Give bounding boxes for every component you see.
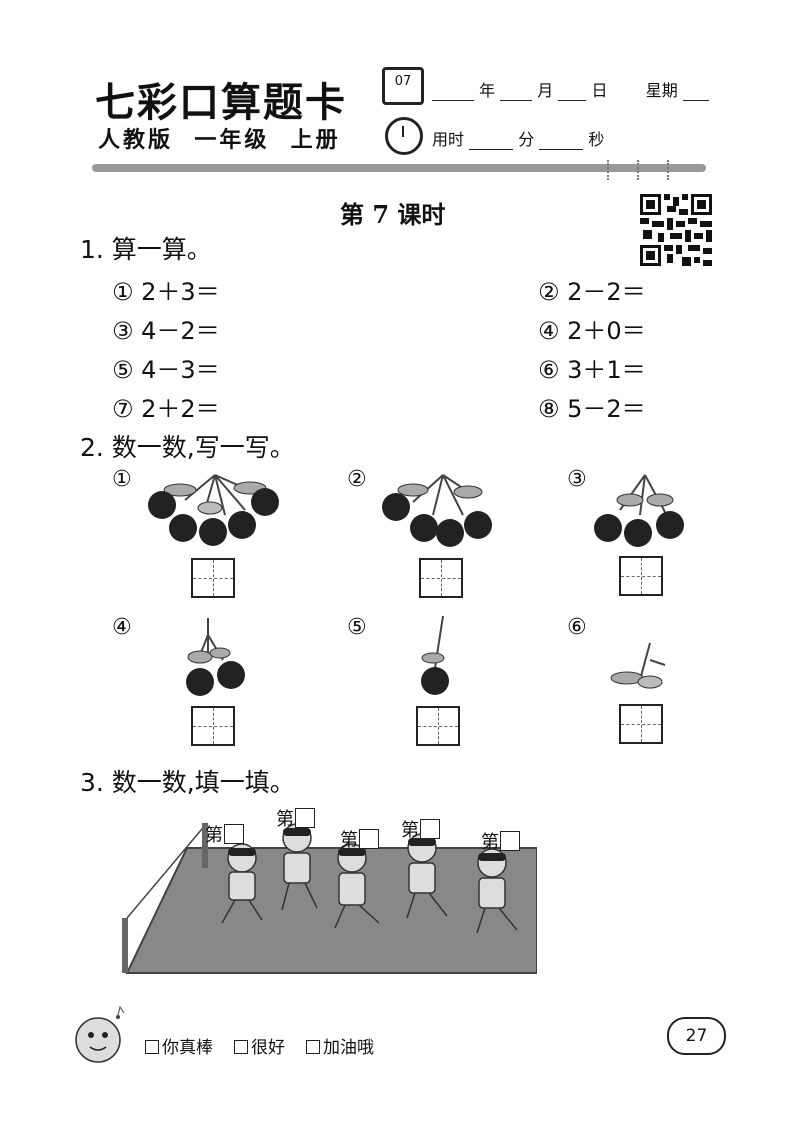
answer-box-1[interactable] (191, 558, 235, 598)
checkbox-icon[interactable] (306, 1040, 320, 1054)
date-fields: 年 月 日 星期 (432, 77, 709, 101)
answer-box-3[interactable] (619, 556, 663, 596)
rating-option-label: 很好 (251, 1038, 285, 1058)
checkbox-icon[interactable] (234, 1040, 248, 1054)
answer-box-5[interactable] (416, 706, 460, 746)
expression-2: ② 2－2＝ (538, 278, 646, 306)
time-min-label: 分 (518, 130, 535, 149)
mascot-icon (75, 1005, 125, 1063)
fruit-cluster-3-image (594, 474, 684, 547)
rank-answer-box-5[interactable] (500, 831, 520, 851)
rank-answer-box-2[interactable] (295, 808, 315, 828)
calendar-number: 07 (394, 74, 412, 89)
date-year-label: 年 (479, 81, 496, 100)
expression-6: ⑥ 3＋1＝ (538, 356, 646, 384)
expression-8: ⑧ 5－2＝ (538, 395, 646, 423)
expression-4: ④ 2＋0＝ (538, 317, 646, 345)
rank-label-1: 第 (205, 821, 244, 847)
clock-icon (385, 117, 423, 155)
rank-label-4: 第 (401, 816, 440, 842)
expression-3: ③ 4－2＝ (112, 317, 220, 345)
answer-box-6[interactable] (619, 704, 663, 744)
rank-label-text: 第 (340, 830, 358, 851)
expression-1: ① 2＋3＝ (112, 278, 220, 306)
date-week-label: 星期 (645, 81, 678, 100)
section-2-title: 2. 数一数,写一写。 (80, 433, 295, 462)
fruit-group-3-marker: ③ (567, 467, 587, 492)
fruit-cluster-5-image (421, 615, 449, 695)
fruit-group-5-marker: ⑤ (347, 615, 367, 640)
fruit-cluster-4-image (186, 618, 245, 696)
rank-label-text: 第 (205, 825, 223, 846)
expression-7: ⑦ 2＋2＝ (112, 395, 220, 423)
fruit-cluster-6-image (610, 642, 666, 689)
date-month-label: 月 (537, 81, 554, 100)
rank-answer-box-3[interactable] (359, 829, 379, 849)
checkbox-icon[interactable] (145, 1040, 159, 1054)
race-scene-image (122, 822, 537, 974)
rank-answer-box-1[interactable] (224, 824, 244, 844)
calendar-icon: 07 (382, 67, 424, 105)
rating-option-label: 你真棒 (162, 1038, 213, 1058)
time-label: 用时 (432, 130, 465, 149)
fruit-group-6-marker: ⑥ (567, 615, 587, 640)
qr-code-icon (640, 194, 712, 266)
section-1-title: 1. 算一算。 (80, 235, 212, 264)
fruit-group-1-marker: ① (112, 467, 132, 492)
header-divider (92, 164, 706, 172)
rank-label-text: 第 (276, 809, 294, 830)
answer-box-2[interactable] (419, 558, 463, 598)
fruit-group-2-marker: ② (347, 467, 367, 492)
edition-label: 人教版 一年级 上册 (98, 128, 341, 153)
expression-5: ⑤ 4－3＝ (112, 356, 220, 384)
rating-option-3[interactable]: 加油哦 (306, 1033, 374, 1058)
brand-title: 七彩口算题卡 (95, 80, 347, 126)
fruit-group-4-marker: ④ (112, 615, 132, 640)
date-day-label: 日 (591, 81, 608, 100)
header-dots (607, 160, 697, 184)
rating-option-label: 加油哦 (323, 1038, 374, 1058)
section-3-title: 3. 数一数,填一填。 (80, 768, 295, 797)
answer-box-4[interactable] (191, 706, 235, 746)
rating-option-2[interactable]: 很好 (234, 1033, 285, 1058)
rank-answer-box-4[interactable] (420, 819, 440, 839)
rank-label-text: 第 (481, 832, 499, 853)
rank-label-5: 第 (481, 828, 520, 854)
rank-label-2: 第 (276, 805, 315, 831)
fruit-cluster-2-image (382, 474, 492, 547)
rank-label-text: 第 (401, 820, 419, 841)
rating-option-1[interactable]: 你真棒 (145, 1033, 213, 1058)
lesson-title: 第 7 课时 (340, 200, 446, 229)
time-sec-label: 秒 (588, 130, 605, 149)
fruit-cluster-1-image (148, 474, 279, 546)
rank-label-3: 第 (340, 826, 379, 852)
time-fields: 用时 分 秒 (432, 126, 604, 150)
page-number: 27 (667, 1017, 726, 1055)
